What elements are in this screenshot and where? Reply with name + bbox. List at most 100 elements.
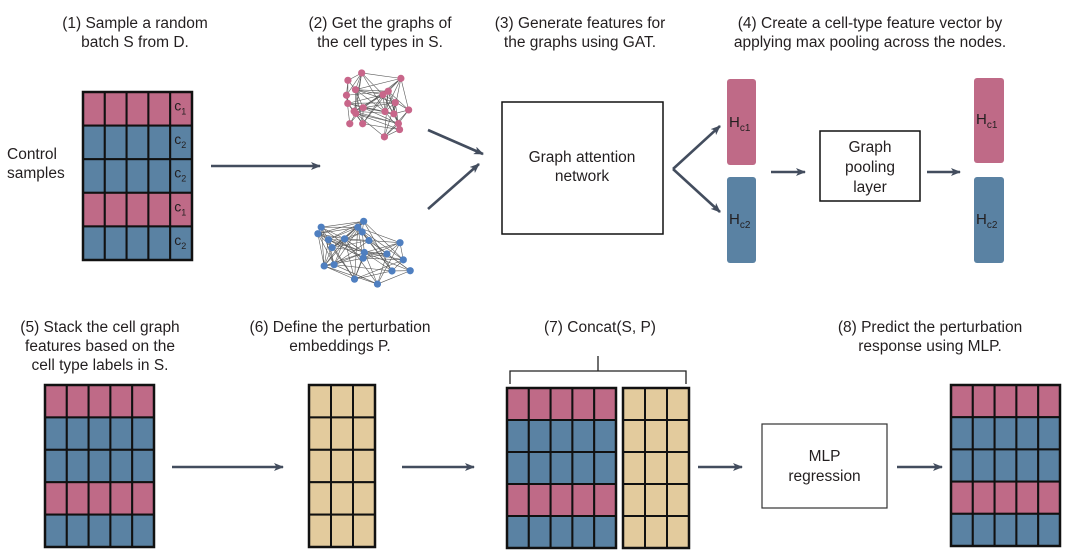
matrix-cell xyxy=(593,419,618,453)
step8-line1: (8) Predict the perturbation xyxy=(837,319,1023,336)
matrix-cell xyxy=(1015,480,1040,515)
matrix-cell xyxy=(65,481,90,516)
graph-edge xyxy=(332,240,369,248)
matrix-cell xyxy=(549,387,574,421)
matrix-cell xyxy=(950,480,974,515)
step1-caption: (1) Sample a random batch S from D. xyxy=(40,14,230,52)
matrix-cell xyxy=(82,191,106,228)
matrix-cell xyxy=(971,384,996,419)
arrow-gat-to-hc1 xyxy=(672,125,721,170)
graph-edge xyxy=(332,247,387,255)
graph-edge xyxy=(334,264,393,272)
graph-edge xyxy=(363,107,399,124)
graph-node xyxy=(342,91,351,99)
matrix-cell xyxy=(308,448,332,484)
step4-line1: (4) Create a cell-type feature vector by xyxy=(737,15,1003,32)
graph-node xyxy=(328,244,336,252)
matrix-cell xyxy=(993,416,1018,451)
matrix-cell xyxy=(1015,416,1040,451)
matrix-cell xyxy=(131,416,155,451)
graph-edge xyxy=(363,257,404,261)
graph-node xyxy=(330,261,338,269)
graph-edge xyxy=(355,89,384,95)
matrix-cell xyxy=(622,419,646,453)
matrix-cell xyxy=(571,387,596,421)
gat-box xyxy=(501,101,664,235)
matrix-cell xyxy=(666,451,690,485)
matrix-cell xyxy=(571,515,596,549)
pooled-vector-hc2 xyxy=(974,177,1004,263)
matrix-cell xyxy=(109,416,134,451)
matrix-cell xyxy=(571,419,596,453)
feature-vectors-pooled: Hc1 Hc2 xyxy=(974,78,1004,263)
step5-line2: features based on the xyxy=(25,338,175,355)
matrix-cell xyxy=(308,481,332,516)
matrix-cell xyxy=(527,483,552,517)
matrix-cell xyxy=(527,419,552,453)
graph-node xyxy=(320,262,328,270)
matrix-cell xyxy=(82,225,106,261)
matrix-cell xyxy=(666,419,690,453)
matrix-cell xyxy=(506,515,530,549)
matrix-cell xyxy=(308,513,332,548)
graph-node xyxy=(395,125,404,134)
graph-edge xyxy=(354,110,399,124)
matrix-cell xyxy=(622,483,646,517)
graph-node xyxy=(365,236,373,245)
feature-vector-hc1 xyxy=(727,79,756,165)
matrix-cell xyxy=(131,481,155,516)
step6-caption: (6) Define the perturbation embeddings P… xyxy=(225,318,455,356)
matrix-cell xyxy=(82,91,106,127)
graph-edge xyxy=(362,123,400,130)
control-samples-label: Control samples xyxy=(7,145,65,183)
concat-p-matrix xyxy=(621,386,691,550)
graph-node xyxy=(383,250,391,258)
graph-edge xyxy=(317,221,364,235)
mlp-box-line1: MLP xyxy=(809,448,841,465)
matrix-cell xyxy=(147,158,172,194)
graph-node xyxy=(354,223,362,231)
feature-vector-hc2 xyxy=(727,177,756,263)
matrix-cell xyxy=(330,384,354,419)
matrix-cell xyxy=(593,387,618,421)
graph-node xyxy=(344,76,352,84)
matrix-cell xyxy=(44,513,68,548)
step4-line2: applying max pooling across the nodes. xyxy=(733,34,1007,51)
matrix-cell xyxy=(1015,512,1040,547)
matrix-cell xyxy=(308,416,332,451)
matrix-cell xyxy=(506,387,530,421)
matrix-cell xyxy=(65,513,90,548)
graph-edge xyxy=(328,239,335,265)
graph-edge xyxy=(377,270,411,285)
step5-caption: (5) Stack the cell graph features based … xyxy=(0,318,200,375)
step3-line2: the graphs using GAT. xyxy=(503,34,657,51)
matrix-cell xyxy=(109,481,134,516)
graph-edge xyxy=(363,221,393,272)
matrix-cell xyxy=(593,483,618,517)
step7-line1: (7) Concat(S, P) xyxy=(544,319,656,336)
matrix-cell xyxy=(44,384,68,419)
matrix-cell xyxy=(527,515,552,549)
matrix-cell xyxy=(506,483,530,517)
concat-bracket xyxy=(509,356,687,384)
graph-edge xyxy=(321,226,345,240)
step3-line1: (3) Generate features for xyxy=(494,15,666,32)
step6-line1: (6) Define the perturbation xyxy=(249,319,431,336)
graph-node xyxy=(346,120,354,128)
graph-edge xyxy=(317,233,335,265)
graph-node xyxy=(399,256,407,264)
matrix-cell xyxy=(82,124,106,161)
control-label-line2: samples xyxy=(7,165,65,182)
matrix-cell xyxy=(1037,512,1061,547)
graph-edge xyxy=(364,252,411,272)
step2-caption: (2) Get the graphs of the cell types in … xyxy=(280,14,480,52)
matrix-cell xyxy=(131,513,155,548)
graph-node xyxy=(405,106,413,114)
gat-box-line2: network xyxy=(555,168,610,185)
cell-type-graph-c2 xyxy=(314,217,414,288)
matrix-cell xyxy=(993,512,1018,547)
matrix-cell xyxy=(125,225,150,261)
graph-node xyxy=(388,267,396,275)
matrix-cell xyxy=(330,513,354,548)
matrix-cell xyxy=(87,384,112,419)
